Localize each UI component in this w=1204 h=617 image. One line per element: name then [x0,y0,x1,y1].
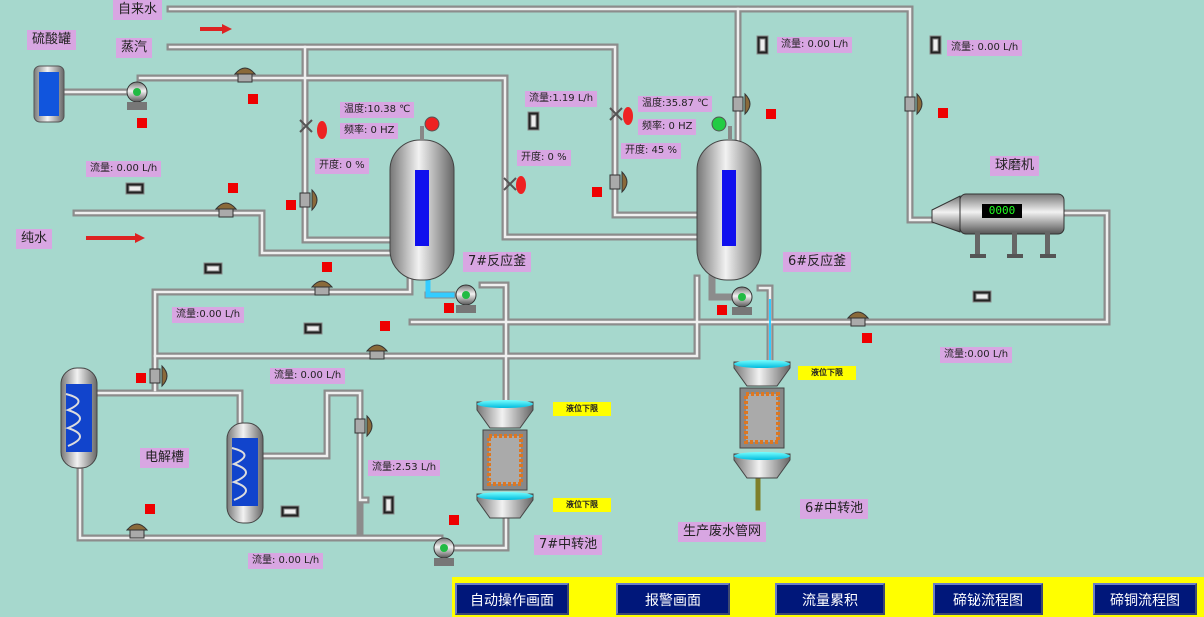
frequency-reading-reactor6: 频率: 0 HZ [638,119,697,135]
temperature-reading-reactor6: 温度:35.87 ℃ [638,96,713,112]
alarm-indicator[interactable] [228,183,238,193]
low-level-warning: 液位下限 [553,402,611,416]
tap-water-label: 自来水 [113,0,163,20]
waste-pipe-label: 生产废水管网 [678,522,767,542]
alarm-indicator[interactable] [717,305,727,315]
pump-acid-icon[interactable] [126,81,148,110]
flow-reading: 流量: 0.00 L/h [777,37,853,53]
te-bi-flowchart-button[interactable]: 碲铋流程图 [933,583,1043,615]
alarm-indicator[interactable] [862,333,872,343]
pipes [58,5,1111,552]
electrolytic-cell-1 [60,367,98,469]
alarm-indicator[interactable] [137,118,147,128]
low-level-warning: 液位下限 [798,366,856,380]
opening-reading-reactor6: 开度: 45 % [621,143,681,159]
steam-label: 蒸汽 [116,38,153,58]
pump-reactor7-icon[interactable] [455,284,477,313]
pump-reactor6-icon[interactable] [731,286,753,315]
alarm-indicator[interactable] [322,262,332,272]
alarm-indicator[interactable] [449,515,459,525]
flow-reading: 流量: 0.00 L/h [248,553,324,569]
arrow-pure-water-icon [86,233,145,243]
flow-reading: 流量:1.19 L/h [525,91,598,107]
electrolytic-cell-label: 电解槽 [140,448,190,468]
alarm-indicator[interactable] [592,187,602,197]
auto-operation-button[interactable]: 自动操作画面 [455,583,569,615]
flow-reading: 流量:0.00 L/h [172,307,245,323]
flow-reading: 流量: 0.00 L/h [270,368,346,384]
alarm-indicator[interactable] [145,504,155,514]
alarm-indicator[interactable] [444,303,454,313]
transfer-7-label: 7#中转池 [534,535,603,555]
valve-icon[interactable] [125,67,923,539]
flow-accumulation-button[interactable]: 流量累积 [775,583,885,615]
te-cu-flowchart-button[interactable]: 碲铜流程图 [1093,583,1197,615]
sulfuric-acid-tank [33,65,65,123]
alarm-indicator[interactable] [248,94,258,104]
transfer-tank-7 [476,400,534,519]
flow-meter-icon [125,35,992,518]
alarm-indicator[interactable] [766,109,776,119]
opening-reading: 开度: 0 % [517,150,571,166]
flow-reading: 流量: 0.00 L/h [947,40,1023,56]
alarm-screen-button[interactable]: 报警画面 [616,583,730,615]
alarm-indicator[interactable] [380,321,390,331]
pump-transfer7-icon[interactable] [433,537,455,566]
opening-reading-reactor7: 开度: 0 % [315,158,369,174]
flow-reading: 流量: 0.00 L/h [86,161,162,177]
transfer-tank-6 [733,360,791,479]
pure-water-label: 纯水 [16,229,53,249]
ball-mill-label: 球磨机 [990,156,1040,176]
alarm-indicator[interactable] [938,108,948,118]
temperature-reading-reactor7: 温度:10.38 ℃ [340,102,415,118]
reactor-6-label: 6#反应釜 [783,252,852,272]
alarm-indicator[interactable] [286,200,296,210]
alarm-indicator[interactable] [136,373,146,383]
flow-reading: 流量:2.53 L/h [368,460,441,476]
flow-reading: 流量:0.00 L/h [940,347,1013,363]
frequency-reading-reactor7: 频率: 0 HZ [340,123,399,139]
low-level-warning: 液位下限 [553,498,611,512]
control-valve-icon[interactable] [299,107,633,194]
electrolytic-cell-2 [226,422,264,524]
ball-mill-counter: 0000 [982,204,1022,218]
transfer-6-label: 6#中转池 [800,499,869,519]
reactor-6-vessel [696,116,762,281]
sulfuric-tank-label: 硫酸罐 [27,30,77,50]
reactor-7-vessel [389,116,455,281]
arrow-tap-water-icon [200,24,232,34]
reactor-7-label: 7#反应釜 [463,252,532,272]
